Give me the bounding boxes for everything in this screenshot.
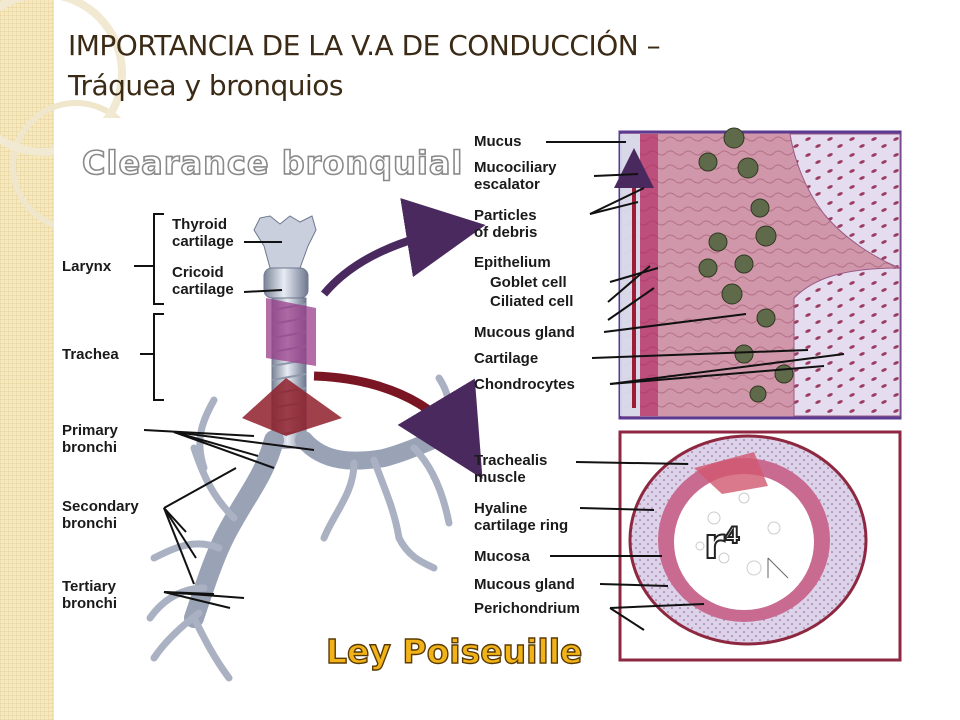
slide-title: IMPORTANCIA DE LA V.A DE CONDUCCIÓN – Tr… bbox=[68, 26, 928, 106]
label-secondary-bronchi: Secondary bronchi bbox=[62, 498, 139, 532]
radius-symbol: r bbox=[703, 519, 726, 568]
slide-title-line-2: Tráquea y bronquios bbox=[68, 69, 344, 102]
label-cartilage: Cartilage bbox=[474, 350, 539, 367]
clearance-heading: Clearance bronquial bbox=[81, 143, 464, 183]
label-larynx: Larynx bbox=[62, 258, 112, 275]
airway-leader-lines bbox=[134, 213, 315, 609]
label-section-mucous-gland: Mucous gland bbox=[474, 576, 575, 593]
label-primary-bronchi: Primary bronchi bbox=[62, 422, 118, 456]
arrow-to-wall bbox=[320, 198, 486, 297]
wall-leader-lines bbox=[546, 141, 845, 385]
radius-exponent: 4 bbox=[724, 523, 741, 550]
label-mucociliary-escalator: Mucociliary escalator bbox=[474, 159, 557, 193]
label-chondrocytes: Chondrocytes bbox=[474, 376, 575, 393]
section-leader-lines bbox=[550, 461, 705, 631]
radius-power-label: r4 bbox=[703, 516, 741, 568]
label-mucosa: Mucosa bbox=[474, 548, 530, 565]
label-trachea: Trachea bbox=[62, 346, 119, 363]
arrow-to-section bbox=[313, 371, 483, 479]
tracheal-wall-panel bbox=[614, 127, 902, 420]
label-mucus: Mucus bbox=[474, 133, 522, 150]
label-particles-debris: Particles of debris bbox=[474, 207, 538, 241]
label-ciliated-cell: Ciliated cell bbox=[490, 293, 574, 310]
anatomy-illustration bbox=[134, 127, 902, 682]
label-tertiary-bronchi: Tertiary bronchi bbox=[62, 578, 117, 612]
slide-title-line-1: IMPORTANCIA DE LA V.A DE CONDUCCIÓN – bbox=[68, 29, 661, 62]
label-thyroid-cartilage: Thyroid cartilage bbox=[172, 216, 234, 250]
label-goblet-cell: Goblet cell bbox=[490, 274, 567, 291]
anatomy-figure: Clearance bronquial Ley Poiseuille r4 Th… bbox=[54, 118, 960, 688]
label-perichondrium: Perichondrium bbox=[474, 600, 580, 617]
label-mucous-gland: Mucous gland bbox=[474, 324, 575, 341]
label-cricoid-cartilage: Cricoid cartilage bbox=[172, 264, 234, 298]
label-trachealis-muscle: Trachealis muscle bbox=[474, 452, 548, 486]
cross-section-panel bbox=[618, 430, 902, 662]
label-hyaline-cartilage-ring: Hyaline cartilage ring bbox=[474, 500, 569, 534]
poiseuille-label: Ley Poiseuille bbox=[325, 631, 583, 671]
label-epithelium: Epithelium bbox=[474, 254, 551, 271]
